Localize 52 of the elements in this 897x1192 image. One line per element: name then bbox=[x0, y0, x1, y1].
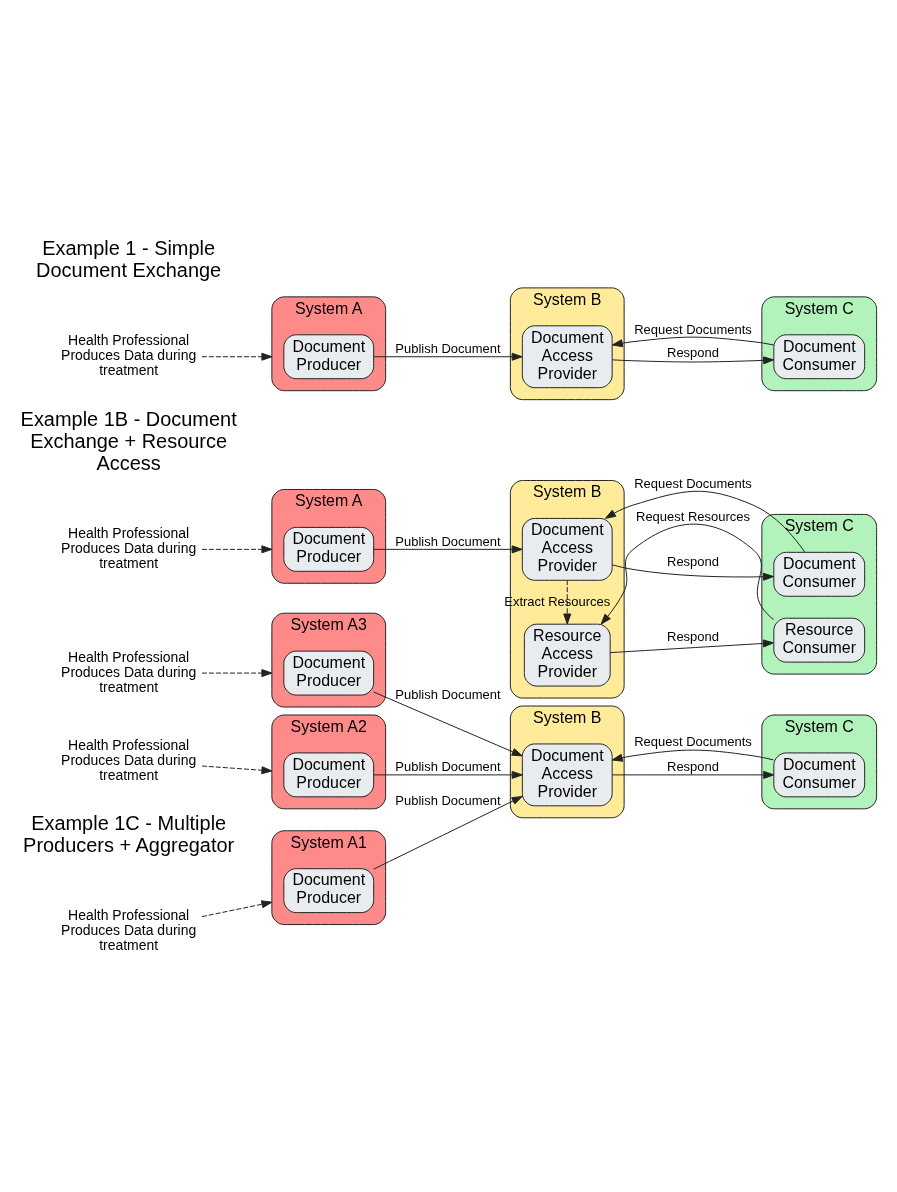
edge-label: Respond bbox=[667, 628, 719, 644]
arrow bbox=[609, 638, 774, 653]
edge-label: Publish Document bbox=[395, 792, 501, 808]
arrow bbox=[611, 355, 775, 364]
node-box: Document Access Provider bbox=[521, 517, 613, 581]
edge-label: Request Documents bbox=[634, 321, 752, 337]
node-text: Health Professional Produces Data during treatment bbox=[61, 524, 197, 571]
label: Example 1C - Multiple Producers + Aggregator bbox=[23, 811, 235, 856]
arrow bbox=[201, 544, 273, 553]
edge-label: Respond bbox=[667, 758, 719, 774]
node-box: Resource Access Provider bbox=[523, 623, 611, 687]
edge-label: Respond bbox=[667, 553, 719, 569]
arrow bbox=[611, 770, 775, 779]
arrow bbox=[373, 352, 523, 361]
node-box: Document Producer bbox=[283, 867, 375, 913]
label: Example 1B - Document Exchange + Resource Access bbox=[20, 407, 237, 474]
arrow bbox=[201, 668, 273, 677]
arrow bbox=[611, 336, 775, 347]
node-box: Document Producer bbox=[283, 751, 375, 797]
arrow bbox=[611, 749, 775, 762]
arrow bbox=[563, 579, 572, 624]
node-box: Document Access Provider bbox=[521, 324, 613, 388]
node-box: Document Producer bbox=[283, 333, 375, 379]
arrow bbox=[373, 691, 523, 756]
edge-label: Publish Document bbox=[395, 758, 501, 774]
node-box: Document Producer bbox=[283, 526, 375, 572]
edge-label: Respond bbox=[667, 344, 719, 360]
node-text: Health Professional Produces Data during treatment bbox=[61, 736, 197, 783]
node-box: Document Access Provider bbox=[521, 742, 613, 806]
edge-label: Request Documents bbox=[634, 733, 752, 749]
node-text: Health Professional Produces Data during treatment bbox=[61, 648, 197, 695]
edge-label: Request Documents bbox=[634, 475, 752, 491]
arrow bbox=[201, 765, 273, 774]
edge-label: Publish Document bbox=[395, 340, 501, 356]
arrow bbox=[201, 899, 273, 917]
node-box: Document Consumer bbox=[773, 551, 866, 597]
edge-label: Publish Document bbox=[395, 533, 501, 549]
arrow bbox=[600, 523, 775, 625]
arrow bbox=[373, 770, 523, 779]
arrow bbox=[201, 352, 273, 361]
node-box: Resource Consumer bbox=[773, 617, 866, 663]
node-text: Health Professional Produces Data during treatment bbox=[61, 331, 197, 378]
node-text: Health Professional Produces Data during treatment bbox=[61, 906, 197, 953]
node-box: Document Producer bbox=[283, 650, 375, 696]
arrow bbox=[604, 490, 806, 552]
arrow bbox=[611, 563, 775, 581]
node-box: Document Consumer bbox=[773, 751, 866, 797]
label: Example 1 - Simple Document Exchange bbox=[36, 236, 222, 281]
arrow bbox=[373, 544, 523, 553]
edge-label: Publish Document bbox=[395, 686, 501, 702]
edge-label: Request Resources bbox=[636, 508, 750, 524]
node-box: Document Consumer bbox=[773, 333, 866, 379]
